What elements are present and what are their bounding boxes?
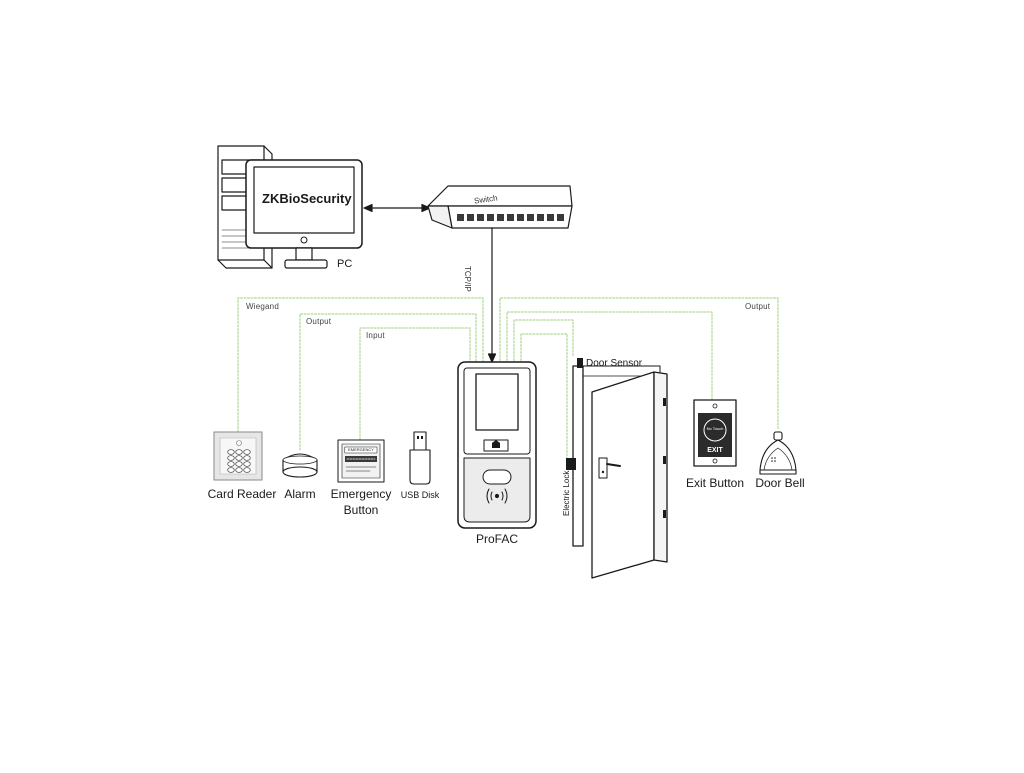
electric-lock-label: Electric Lock [562,470,571,516]
rfid-icon [486,488,508,504]
wire-output-alarm [299,313,477,451]
wire-wiegand [237,297,484,433]
wire-label-input: Input [366,331,385,340]
exit-button-label: Exit Button [685,476,745,490]
exit-sign-text: EXIT [707,447,723,454]
wire-label-output-right: Output [745,302,771,311]
wire-input-emergency [359,327,471,441]
pc-screen-text: ZKBioSecurity [262,191,352,206]
exit-button-face-text: No Touch [706,426,724,431]
alarm-device [282,453,318,478]
emergency-button-label-line2: Button [343,503,379,517]
door-bell-label: Door Bell [755,476,805,490]
pc-label: PC [337,258,353,270]
door-bell-device [759,431,797,475]
door-bell-speaker-dots [771,457,776,462]
card-reader-keypad [227,449,251,473]
door-assembly [566,358,668,579]
usb-disk-label: USB Disk [400,490,440,500]
pc-switch-link-arrow [363,203,431,213]
profac-label: ProFAC [475,532,518,546]
emergency-button-label-line1: Emergency [330,487,392,501]
exit-button-device [693,399,737,467]
wire-exit-button [506,311,713,401]
emergency-button-device [337,439,385,483]
card-reader-device [213,431,263,481]
tcpip-label: TCP/IP [463,266,472,292]
door-sensor-label: Door Sensor [586,358,643,369]
profac-terminal [457,361,537,529]
alarm-label: Alarm [284,487,316,501]
pc-monitor [245,159,363,269]
wire-label-output-left: Output [306,317,332,326]
card-reader-label: Card Reader [207,487,277,501]
switch-ports [457,214,564,221]
wire-label-wiegand: Wiegand [246,302,279,311]
wire-door-sensor [513,319,574,365]
wire-electric-lock [520,333,568,459]
usb-disk-device [409,431,431,485]
network-switch [427,185,573,229]
emergency-sign-text: EMERGENCY [348,447,374,452]
tcpip-link-arrow [487,227,497,363]
wire-output-doorbell [499,297,779,431]
